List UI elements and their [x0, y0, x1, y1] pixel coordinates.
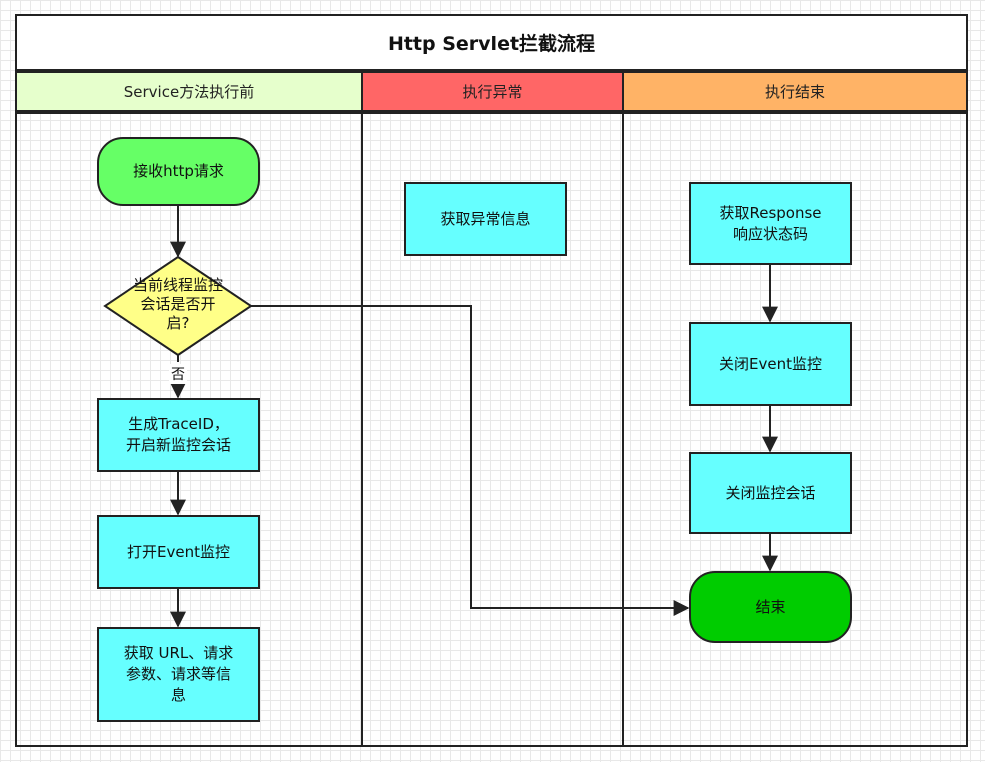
lane-header-before: Service方法执行前 [15, 71, 363, 112]
response-line-1: 获取Response [719, 203, 822, 222]
trace-line-2: 开启新监控会话 [125, 436, 231, 454]
diagram-title: Http Servlet拦截流程 [15, 14, 968, 71]
end-node: 结束 [689, 571, 852, 643]
edge-label-no: 否 [169, 364, 187, 384]
response-line-2: 响应状态码 [732, 224, 808, 243]
decision-diamond [103, 255, 253, 357]
decision-label: 当前线程监控 会话是否开 启? [110, 276, 246, 333]
decision-line-2: 会话是否开 [140, 295, 216, 313]
url-line-3: 息 [170, 686, 186, 704]
process-get-response-status: 获取Response 响应状态码 [689, 182, 852, 265]
decision-line-3: 启? [166, 314, 190, 332]
decision-line-1: 当前线程监控 [132, 276, 223, 294]
process-generate-traceid: 生成TraceID， 开启新监控会话 [97, 398, 260, 472]
process-get-exception: 获取异常信息 [404, 182, 567, 256]
start-node-receive-http: 接收http请求 [97, 137, 260, 206]
lane-body-end [622, 112, 968, 747]
process-open-event-monitor: 打开Event监控 [97, 515, 260, 589]
lane-header-exception: 执行异常 [361, 71, 624, 112]
process-close-monitor-session: 关闭监控会话 [689, 452, 852, 534]
lane-header-end: 执行结束 [622, 71, 968, 112]
process-get-url-params: 获取 URL、请求 参数、请求等信 息 [97, 627, 260, 722]
url-line-2: 参数、请求等信 [125, 665, 231, 683]
arrow-decision-to-end [251, 305, 690, 616]
url-line-1: 获取 URL、请求 [123, 644, 234, 662]
process-close-event-monitor: 关闭Event监控 [689, 322, 852, 406]
trace-line-1: 生成TraceID， [128, 415, 229, 433]
